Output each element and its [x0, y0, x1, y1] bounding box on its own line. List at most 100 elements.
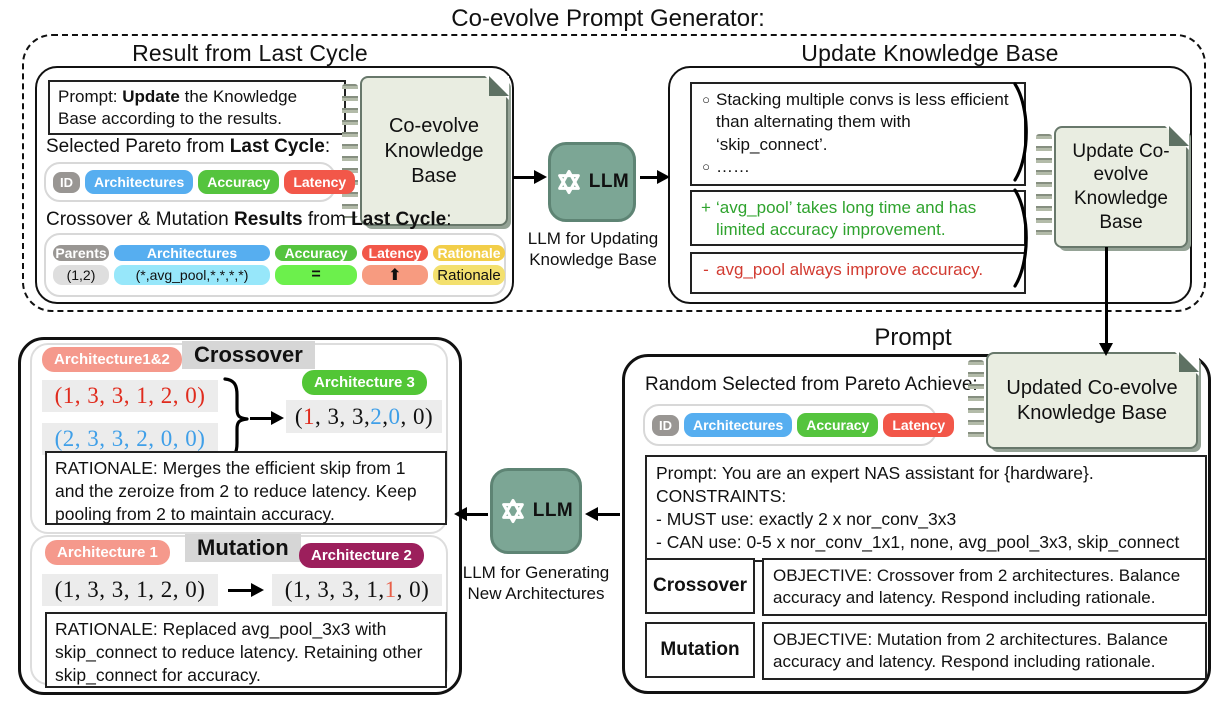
llm-generating-chip: LLM	[490, 468, 582, 554]
pill-id: ID	[652, 414, 679, 436]
prompt-pareto-header-row: ID Architectures Accuracy Latency	[643, 404, 955, 446]
arrow-crossover-result	[250, 411, 284, 425]
pill-id: ID	[53, 171, 80, 193]
openai-logo-icon	[557, 169, 580, 195]
pill-latency: Latency	[883, 413, 955, 437]
kb-insights-box: ○ Stacking multiple convs is less effici…	[690, 82, 1026, 186]
result-last-cycle-heading: Result from Last Cycle	[132, 40, 368, 66]
notebook-fold-icon	[1178, 351, 1199, 372]
prompt-text: Prompt:	[58, 87, 123, 106]
notebook-fold-icon	[488, 75, 509, 96]
pill-accuracy: Accuracy	[198, 170, 280, 194]
cell-parents: (1,2)	[53, 265, 109, 285]
kb-added-text: ‘avg_pool’ takes long time and has limit…	[716, 198, 977, 240]
header-rationale: Rationale	[433, 245, 505, 261]
mutation-section-label: Mutation	[185, 534, 301, 562]
architecture-2-tag: Architecture 2	[299, 543, 424, 568]
circle-bullet-icon: ○	[702, 159, 710, 175]
update-prompt-box: Prompt: Update the Knowledge Base accord…	[48, 80, 346, 135]
notebook-spiral-icon	[968, 360, 984, 441]
mutation-rationale-box: RATIONALE: Replaced avg_pool_3x3 with sk…	[45, 612, 447, 688]
cell-architectures: (*,avg_pool,*,*,*,*)	[114, 265, 270, 285]
notebook-spiral-icon	[342, 84, 358, 218]
objective-crossover-text: OBJECTIVE: Crossover from 2 architecture…	[762, 558, 1207, 616]
co-evolve-dashed-container	[22, 34, 1206, 312]
notebook-spiral-icon	[1036, 134, 1052, 240]
header-latency: Latency	[362, 245, 428, 261]
prompt-text-bold: Update	[122, 87, 180, 106]
header-parents: Parents	[53, 245, 109, 261]
pill-latency: Latency	[284, 170, 356, 194]
prompt-line: CONSTRAINTS:	[656, 486, 787, 507]
objective-mutation-text: OBJECTIVE: Mutation from 2 architectures…	[762, 622, 1207, 680]
arrow-result-to-llm	[513, 170, 547, 184]
notebook-label: Update Co-evolve Knowledge Base	[1072, 140, 1170, 233]
minus-icon: -	[703, 260, 709, 279]
cell-accuracy-equal: =	[275, 265, 357, 285]
kb-ellipsis-text: ……	[716, 157, 750, 177]
arrow-llm-to-updatekb	[640, 170, 670, 184]
child-tuple: (1, 3, 3, 2, 0, 0)	[286, 400, 442, 433]
kb-insight-item: ○ Stacking multiple convs is less effici…	[700, 89, 1016, 156]
mutation-src-tuple: (1, 3, 3, 1, 2, 0)	[42, 574, 218, 606]
arrow-updatekb-to-prompt	[1099, 247, 1113, 356]
architecture-3-tag: Architecture 3	[302, 370, 427, 395]
brace-bottom-icon	[1013, 188, 1028, 288]
notebook-label: Co-evolve Knowledge Base	[384, 114, 484, 187]
arrow-prompt-to-llmgen	[585, 507, 620, 521]
curly-brace-icon	[223, 377, 249, 461]
architecture-1and2-tag: Architecture1&2	[42, 347, 182, 372]
notebook-paper: Co-evolve Knowledge Base	[360, 75, 509, 226]
kb-insight-item-ellipsis: ○ ……	[700, 156, 1016, 178]
kb-removed-box: - avg_pool always improve accuracy.	[690, 252, 1026, 294]
plus-icon: +	[701, 198, 711, 217]
architecture-1-tag: Architecture 1	[45, 540, 170, 565]
page-title: Co-evolve Prompt Generator:	[451, 5, 765, 32]
nas-prompt-text-box: Prompt: You are an expert NAS assistant …	[645, 455, 1207, 562]
updated-co-evolve-kb-notebook: Updated Co-evolve Knowledge Base	[968, 351, 1199, 449]
prompt-heading: Prompt	[874, 324, 952, 351]
co-evolve-knowledge-base-notebook: Co-evolve Knowledge Base	[342, 75, 509, 226]
cell-latency-up-arrow-icon: ⬆	[362, 265, 428, 285]
pill-architectures: Architectures	[85, 170, 194, 194]
update-co-evolve-kb-notebook: Update Co-evolve Knowledge Base	[1036, 125, 1189, 248]
header-architectures: Architectures	[114, 245, 270, 261]
crossover-mutation-results-label: Crossover & Mutation Results from Last C…	[46, 209, 452, 230]
kb-insight-text: Stacking multiple convs is less efficien…	[716, 90, 1009, 154]
notebook-fold-icon	[1168, 125, 1189, 146]
selected-pareto-label: Selected Pareto from Last Cycle:	[46, 136, 331, 157]
prompt-line: Prompt: You are an expert NAS assistant …	[656, 463, 1094, 483]
results-table: Parents Architectures Accuracy Latency R…	[44, 233, 506, 297]
prompt-line: - MUST use: exactly 2 x nor_conv_3x3	[656, 509, 957, 530]
update-kb-heading: Update Knowledge Base	[801, 40, 1059, 66]
parent2-tuple: (2, 3, 3, 2, 0, 0)	[42, 423, 218, 455]
pill-architectures: Architectures	[684, 413, 793, 437]
crossover-section-label: Crossover	[182, 341, 315, 369]
objective-mutation-label: Mutation	[645, 622, 755, 678]
prompt-text-rest: the Knowledge Base according to the resu…	[58, 87, 298, 129]
random-selected-label: Random Selected from Pareto Achieve:	[645, 374, 978, 395]
circle-bullet-icon: ○	[702, 92, 710, 107]
prompt-line: - CAN use: 0-5 x nor_conv_1x1, none, avg…	[656, 532, 1180, 553]
arrow-mutation-result	[228, 583, 264, 597]
crossover-rationale-box: RATIONALE: Merges the efficient skip fro…	[45, 451, 447, 525]
cell-rationale: Rationale	[433, 265, 505, 285]
llm-updating-chip: LLM	[548, 142, 636, 222]
llm-updating-caption: LLM for Updating Knowledge Base	[527, 229, 659, 270]
objective-crossover-label: Crossover	[645, 558, 755, 614]
notebook-label: Updated Co-evolve Knowledge Base	[1006, 376, 1178, 424]
llm-generating-caption: LLM for Generating New Architectures	[462, 563, 610, 604]
header-accuracy: Accuracy	[275, 245, 357, 261]
mutation-dst-tuple: (1, 3, 3, 1, 1, 0)	[272, 574, 442, 606]
llm-label: LLM	[588, 171, 630, 192]
arrow-llmgen-to-results	[454, 507, 488, 521]
parent1-tuple: (1, 3, 3, 1, 2, 0)	[42, 380, 218, 412]
kb-removed-text: avg_pool always improve accuracy.	[716, 260, 984, 279]
llm-label: LLM	[532, 500, 574, 521]
pareto-header-row: ID Architectures Accuracy Latency	[44, 162, 356, 202]
notebook-paper: Update Co-evolve Knowledge Base	[1054, 125, 1189, 248]
openai-logo-icon	[501, 498, 524, 524]
brace-top-icon	[1013, 82, 1028, 182]
kb-added-box: + ‘avg_pool’ takes long time and has lim…	[690, 190, 1026, 246]
